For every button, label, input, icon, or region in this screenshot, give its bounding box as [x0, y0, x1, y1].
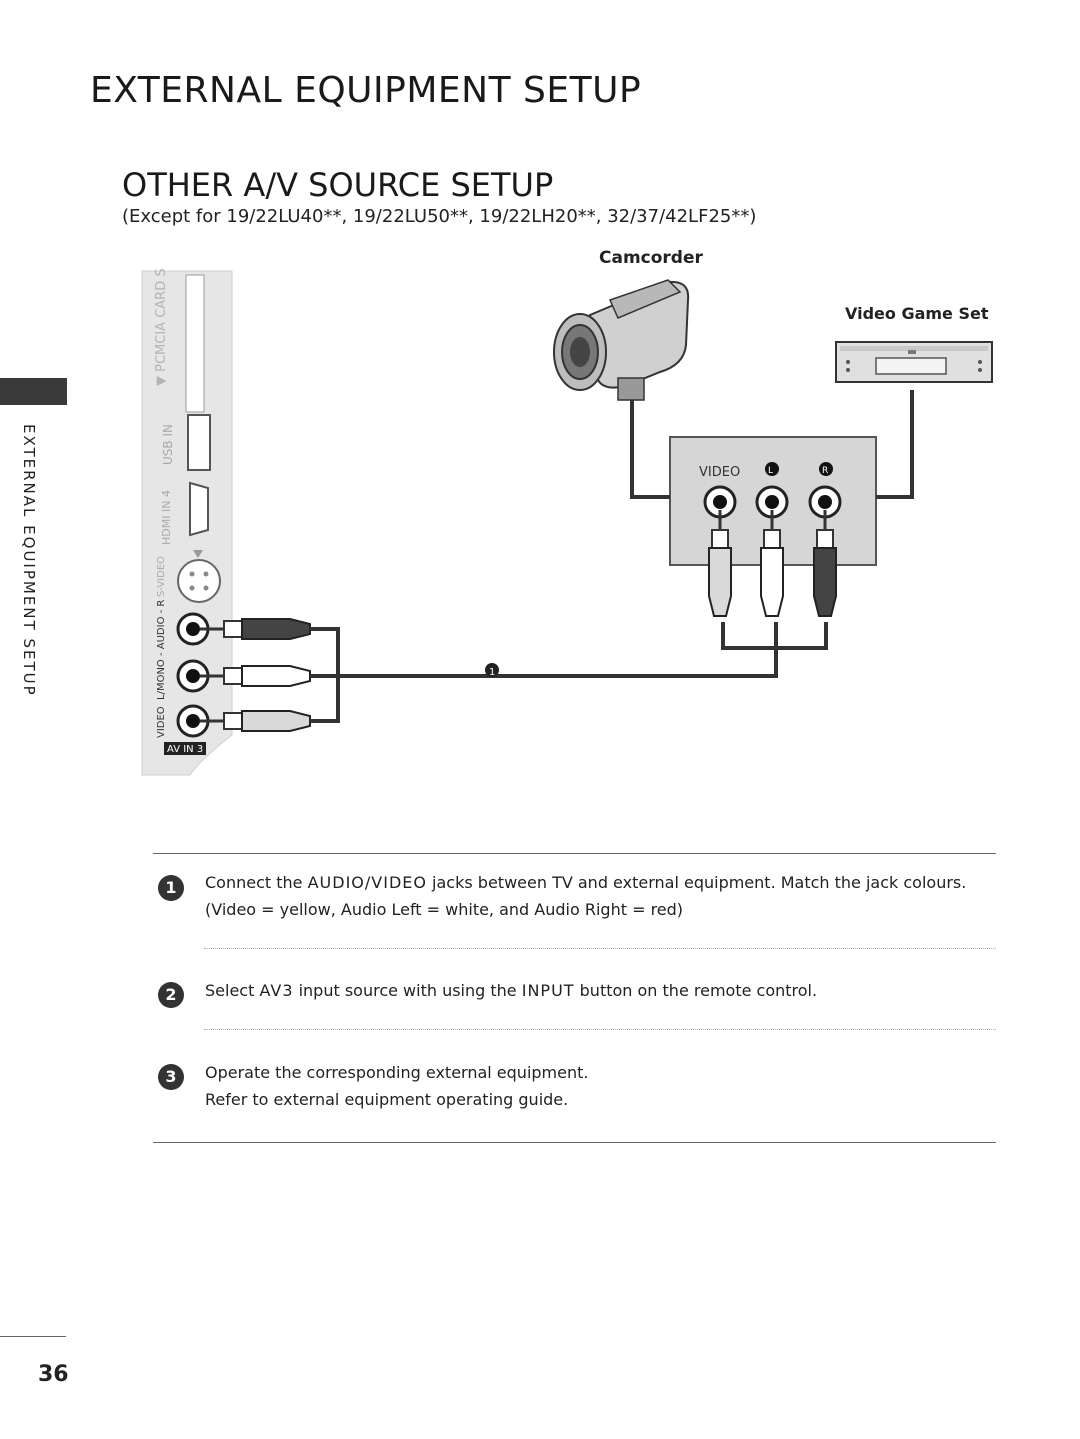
device-plugs: [708, 510, 837, 617]
hdmi-label: HDMI IN 4: [160, 490, 173, 545]
plug-white: [200, 665, 311, 687]
camcorder-icon: [553, 279, 690, 401]
triangle-icon: [193, 550, 203, 558]
instructions-top-rule: [153, 853, 996, 854]
plug-white-vertical: [760, 510, 784, 617]
plug-yellow: [200, 710, 311, 732]
instructions-bottom-rule: [153, 1142, 996, 1143]
svideo-port: [177, 559, 221, 603]
video-label: VIDEO: [156, 706, 167, 738]
step-2-number: 2: [158, 982, 184, 1008]
svideo-label: S-VIDEO: [156, 556, 167, 597]
pcmcia-label: ▼ PCMCIA CARD S: [154, 268, 169, 386]
hdmi-port: [189, 481, 209, 537]
page-number: 36: [38, 1362, 69, 1387]
callout-marker: [485, 663, 499, 677]
tv-plugs: [200, 618, 311, 732]
av-in-badge: [164, 742, 206, 755]
jack-panel-video-label: VIDEO: [699, 465, 740, 480]
step-1-keyword: AUDIO/VIDEO: [307, 873, 427, 892]
audio-label: L/MONO - AUDIO - R: [156, 600, 167, 700]
section-title: OTHER A/V SOURCE SETUP: [122, 166, 554, 204]
plug-red: [200, 618, 311, 640]
usb-port: [187, 414, 211, 471]
video-game-set-icon: [835, 341, 993, 383]
step-2-keyword-input: INPUT: [521, 981, 575, 1000]
pcmcia-slot: [185, 274, 205, 413]
camcorder-label: Camcorder: [599, 248, 704, 268]
usb-label: USB IN: [161, 424, 175, 465]
jack-panel-left-label: L: [768, 466, 773, 476]
footer-rule: [0, 1336, 66, 1337]
step-1-text: Connect the AUDIO/VIDEO jacks between TV…: [205, 873, 967, 919]
step-3-text: Operate the corresponding external equip…: [205, 1063, 589, 1109]
side-tab-label: EXTERNAL EQUIPMENT SETUP: [20, 424, 38, 697]
device-video-jack: [703, 485, 737, 519]
step-2-text: Select AV3 input source with using the I…: [205, 981, 818, 1000]
jack-panel-right-label: R: [822, 466, 828, 476]
side-tab-marker: [0, 378, 67, 405]
av-in-label: AV IN 3: [167, 744, 203, 755]
side-tab: EXTERNAL EQUIPMENT SETUP: [20, 424, 44, 724]
section-subtitle: (Except for 19/22LU40**, 19/22LU50**, 19…: [122, 206, 757, 227]
callout-number: 1: [489, 667, 495, 678]
tv-side-panel: ▼ PCMCIA CARD S USB IN HDMI IN 4 S-VIDEO…: [141, 268, 233, 776]
step-divider: [204, 1029, 996, 1030]
device-links: [630, 390, 914, 499]
device-audio-right-jack: [808, 485, 842, 519]
video-game-set-label: Video Game Set: [845, 304, 989, 323]
av-cable: [310, 622, 828, 723]
step-3-number: 3: [158, 1064, 184, 1090]
step-divider: [204, 948, 996, 949]
plug-red-vertical: [813, 510, 837, 617]
step-2-keyword-av3: AV3: [259, 981, 294, 1000]
page-title: EXTERNAL EQUIPMENT SETUP: [90, 70, 642, 111]
plug-yellow-vertical: [708, 510, 732, 617]
step-1-number: 1: [158, 875, 184, 901]
